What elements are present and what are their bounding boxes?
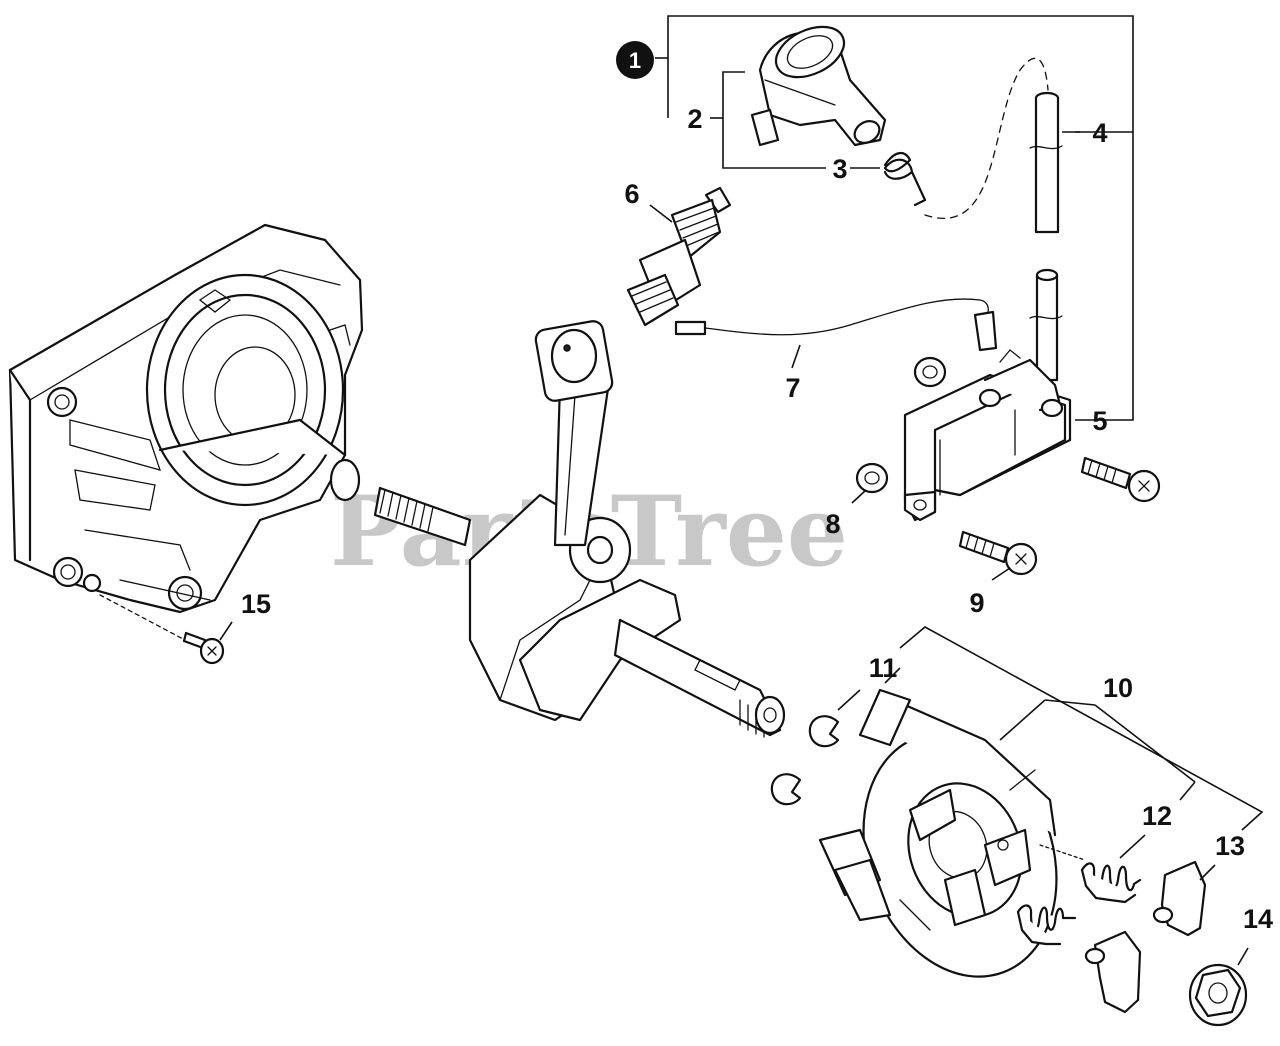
- clutch-spring-part: [1016, 834, 1146, 946]
- callout-8: 8: [825, 509, 840, 539]
- connecting-rod-part: [534, 320, 614, 547]
- bracket-lines-10: [837, 626, 1264, 831]
- ignition-coil-part: [903, 349, 1072, 522]
- callout-5: 5: [1092, 406, 1107, 436]
- callout-2: 2: [687, 104, 702, 134]
- callout-15: 15: [241, 589, 271, 619]
- grommet-part: [851, 356, 947, 504]
- screw-15-part: [99, 594, 225, 665]
- plug-cap-part: [750, 25, 887, 147]
- flange-nut-part: [1188, 947, 1249, 1027]
- callout-3: 3: [832, 154, 847, 184]
- ht-lead-dashed: [924, 57, 1049, 219]
- screw-9-part: [958, 456, 1161, 581]
- spark-plug-part: [626, 186, 732, 327]
- stop-wire-part: [674, 298, 998, 369]
- crankcase-part: [8, 223, 364, 614]
- callout-1-label: 1: [629, 48, 641, 73]
- ht-tube-part: [1029, 91, 1080, 382]
- callout-11: 11: [869, 653, 898, 683]
- callout-6: 6: [624, 179, 639, 209]
- spring-3-part: [883, 152, 927, 207]
- e-ring-part: [770, 715, 840, 806]
- callout-12: 12: [1142, 801, 1172, 831]
- callout-7: 7: [785, 373, 800, 403]
- clutch-body-part: [818, 688, 1058, 978]
- callout-9: 9: [969, 588, 984, 618]
- leader-lines: [219, 621, 233, 641]
- bracket-lines-1: [655, 15, 1134, 421]
- callout-13: 13: [1215, 831, 1245, 861]
- callout-10: 10: [1103, 673, 1133, 703]
- callout-14: 14: [1243, 904, 1273, 934]
- crankshaft-part: [373, 486, 786, 738]
- clutch-shoe-part: [1084, 860, 1216, 1014]
- callout-4: 4: [1092, 118, 1107, 148]
- callout-1: 1: [616, 41, 654, 79]
